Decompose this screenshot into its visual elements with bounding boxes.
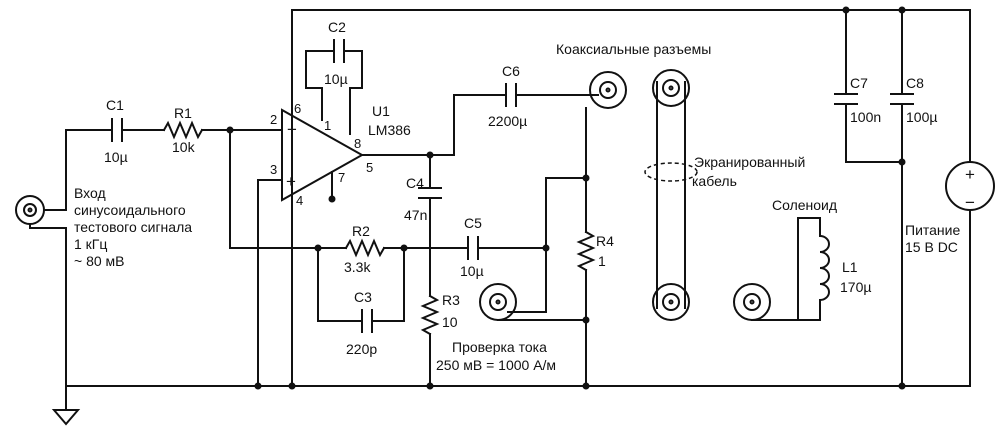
junction-dot xyxy=(898,158,906,166)
junction-dot xyxy=(582,382,590,390)
capacitor-c5 xyxy=(467,236,479,260)
ground-rail xyxy=(29,223,903,411)
opamp-u1 xyxy=(281,108,365,202)
pin-1-label: 1 xyxy=(324,118,331,133)
resistor-r1 xyxy=(162,120,204,140)
power-minus-sign: − xyxy=(965,193,975,212)
c8-value: 100µ xyxy=(906,109,937,125)
junction-dot xyxy=(254,382,262,390)
current-check-coax-connector xyxy=(479,283,517,321)
c6-ref: C6 xyxy=(502,63,520,79)
capacitor-c3 xyxy=(361,309,373,333)
power-label-line-1: Питание xyxy=(905,222,960,238)
l1-ref: L1 xyxy=(842,259,858,275)
c8-ref: C8 xyxy=(906,75,924,91)
current-check-label-line-2: 250 мВ = 1000 А/м xyxy=(436,357,556,373)
input-coax-connector xyxy=(15,195,45,225)
pin-8-label: 8 xyxy=(354,136,361,151)
r2-ref: R2 xyxy=(352,223,370,239)
junction-dot xyxy=(582,316,590,324)
capacitor-c8 xyxy=(890,93,914,105)
c7-ref: C7 xyxy=(850,75,868,91)
input-label-line-5: ~ 80 мВ xyxy=(74,253,125,269)
shielded-cable-label-line-1: Экранированный xyxy=(694,154,805,170)
output-coax-connector xyxy=(589,71,627,109)
c4-ref: C4 xyxy=(406,175,424,191)
l1-value: 170µ xyxy=(840,279,871,295)
c5-value: 10µ xyxy=(460,263,484,279)
input-label-line-2: синусоидального xyxy=(74,202,186,218)
r1-value: 10k xyxy=(172,139,196,155)
pin-6-label: 6 xyxy=(294,101,301,116)
pin-3-label: 3 xyxy=(270,162,277,177)
resistor-r2 xyxy=(344,238,386,258)
c4-value: 47n xyxy=(404,207,427,223)
r3-value: 10 xyxy=(442,314,458,330)
capacitor-c6 xyxy=(505,83,517,107)
capacitor-c7 xyxy=(834,93,858,105)
resistor-r3 xyxy=(420,294,440,336)
ground-symbol xyxy=(51,409,81,426)
r3-ref: R3 xyxy=(442,292,460,308)
c5-ref: C5 xyxy=(464,215,482,231)
c1-value: 10µ xyxy=(104,149,128,165)
resistor-r4 xyxy=(576,230,596,272)
junction-dot xyxy=(288,382,296,390)
inductor-l1 xyxy=(818,234,830,302)
solenoid-label: Соленоид xyxy=(772,197,837,213)
pin-7-label: 7 xyxy=(338,170,345,185)
power-plus-sign: + xyxy=(965,165,975,184)
coax-connectors-label: Коаксиальные разъемы xyxy=(556,41,711,57)
r4-ref: R4 xyxy=(596,233,614,249)
c2-value: 10µ xyxy=(324,71,348,87)
pin-4-label: 4 xyxy=(296,193,303,208)
capacitor-c1 xyxy=(111,118,123,142)
c6-value: 2200µ xyxy=(488,113,527,129)
u1-part: LM386 xyxy=(368,122,411,138)
junction-dot xyxy=(328,195,336,203)
c2-ref: C2 xyxy=(328,19,346,35)
r2-value: 3.3k xyxy=(344,259,371,275)
c3-value: 220p xyxy=(346,341,377,357)
pin-2-label: 2 xyxy=(270,112,277,127)
pin-5-label: 5 xyxy=(366,160,373,175)
c3-ref: C3 xyxy=(354,289,372,305)
r4-value: 1 xyxy=(598,253,606,269)
junction-dot xyxy=(582,174,590,182)
shielded-cable-label-line-2: кабель xyxy=(692,173,737,189)
capacitor-c2 xyxy=(333,39,345,63)
r1-ref: R1 xyxy=(174,105,192,121)
input-label-line-1: Вход xyxy=(74,185,106,201)
input-label-line-4: 1 кГц xyxy=(74,236,107,252)
input-label-line-3: тестового сигнала xyxy=(74,219,192,235)
c7-value: 100n xyxy=(850,109,881,125)
power-label-line-2: 15 В DC xyxy=(905,239,958,255)
current-check-label-line-1: Проверка тока xyxy=(452,339,547,355)
c1-ref: C1 xyxy=(106,97,124,113)
u1-ref: U1 xyxy=(372,103,390,119)
solenoid-coax-connector xyxy=(733,283,771,321)
junction-dot xyxy=(426,382,434,390)
shielded-cable xyxy=(644,69,698,321)
